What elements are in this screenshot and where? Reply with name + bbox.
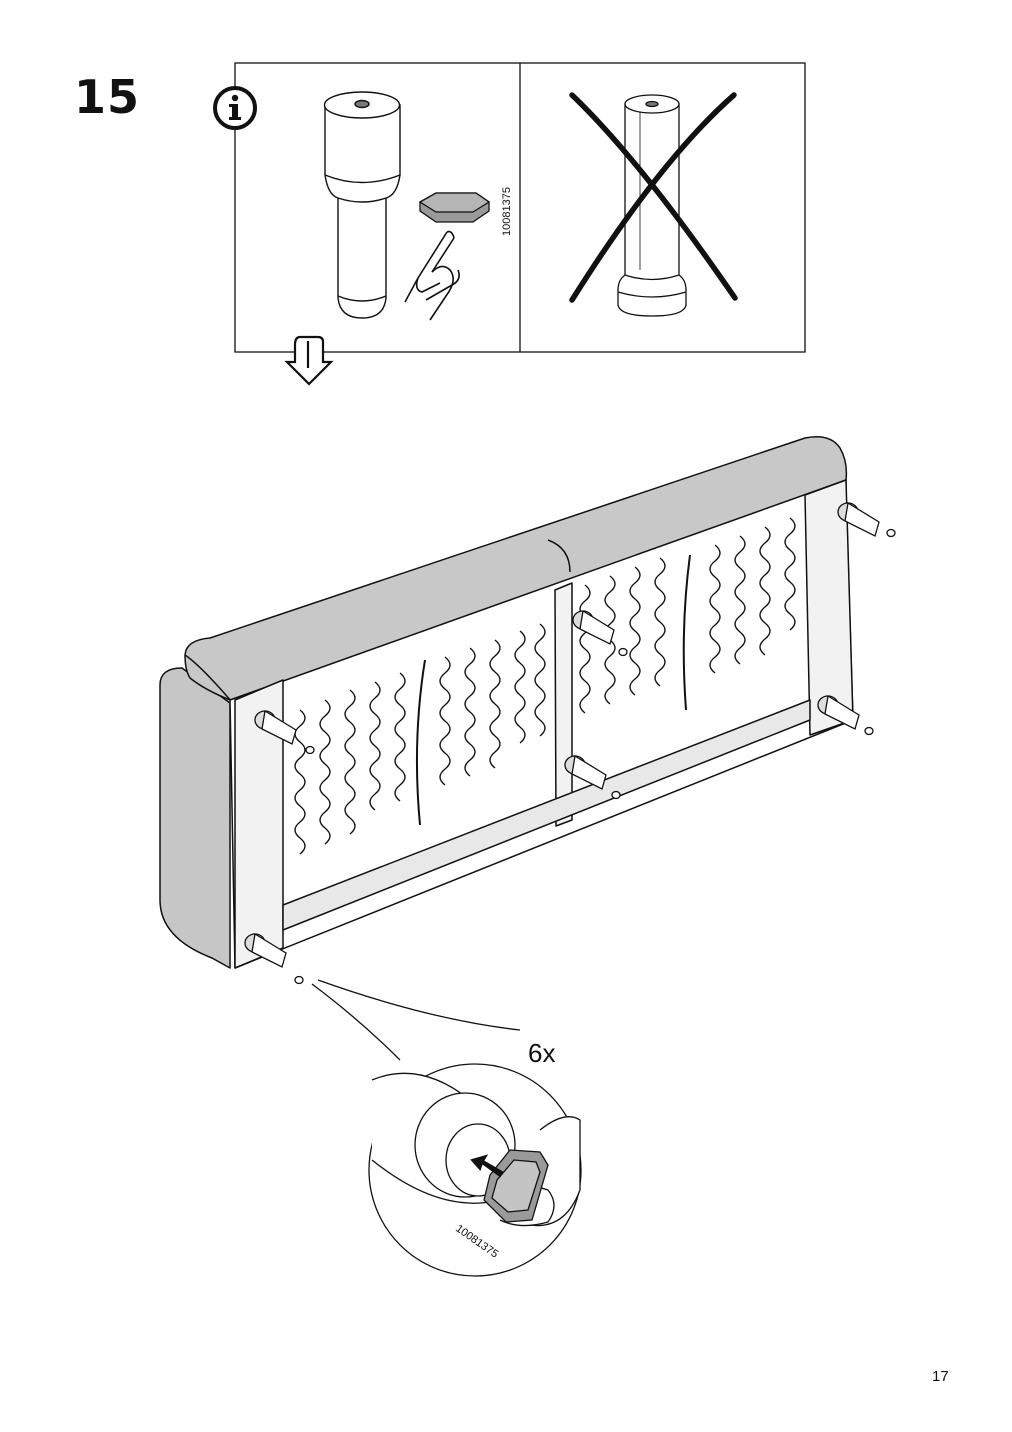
sofa-leg-bottom-left: [244, 932, 304, 985]
callout-detail: [311, 979, 582, 1277]
info-part-number: 10081375: [501, 187, 513, 236]
step-number: 15: [74, 70, 141, 124]
leg-with-foot-crossed-out: [617, 94, 687, 317]
sofa-illustration: [159, 436, 854, 969]
hex-pad-icon: [418, 192, 491, 223]
sofa-leg-middle-top: [572, 609, 628, 657]
info-panel: [234, 62, 806, 353]
page-number: 17: [932, 1368, 949, 1385]
sofa-leg-bottom-right: [817, 694, 874, 736]
forbidden-cross-icon: [569, 92, 738, 303]
push-arrow-icon: [470, 1154, 504, 1178]
callout-hex-pad: [483, 1149, 549, 1223]
turn-over-arrow-icon: [284, 335, 334, 386]
sofa-leg-top-left: [254, 709, 315, 755]
sofa-back-top: [184, 436, 848, 701]
leg-with-threaded-insert: [323, 91, 401, 319]
sofa-leg-middle-bottom: [564, 754, 621, 800]
spring-grid-right: [579, 517, 796, 714]
callout-quantity: 6x: [528, 1038, 555, 1068]
sofa-end-panel: [159, 667, 231, 969]
finger-press-icon: [404, 230, 460, 321]
info-icon: [213, 86, 257, 130]
sofa-leg-top-right: [837, 501, 896, 538]
